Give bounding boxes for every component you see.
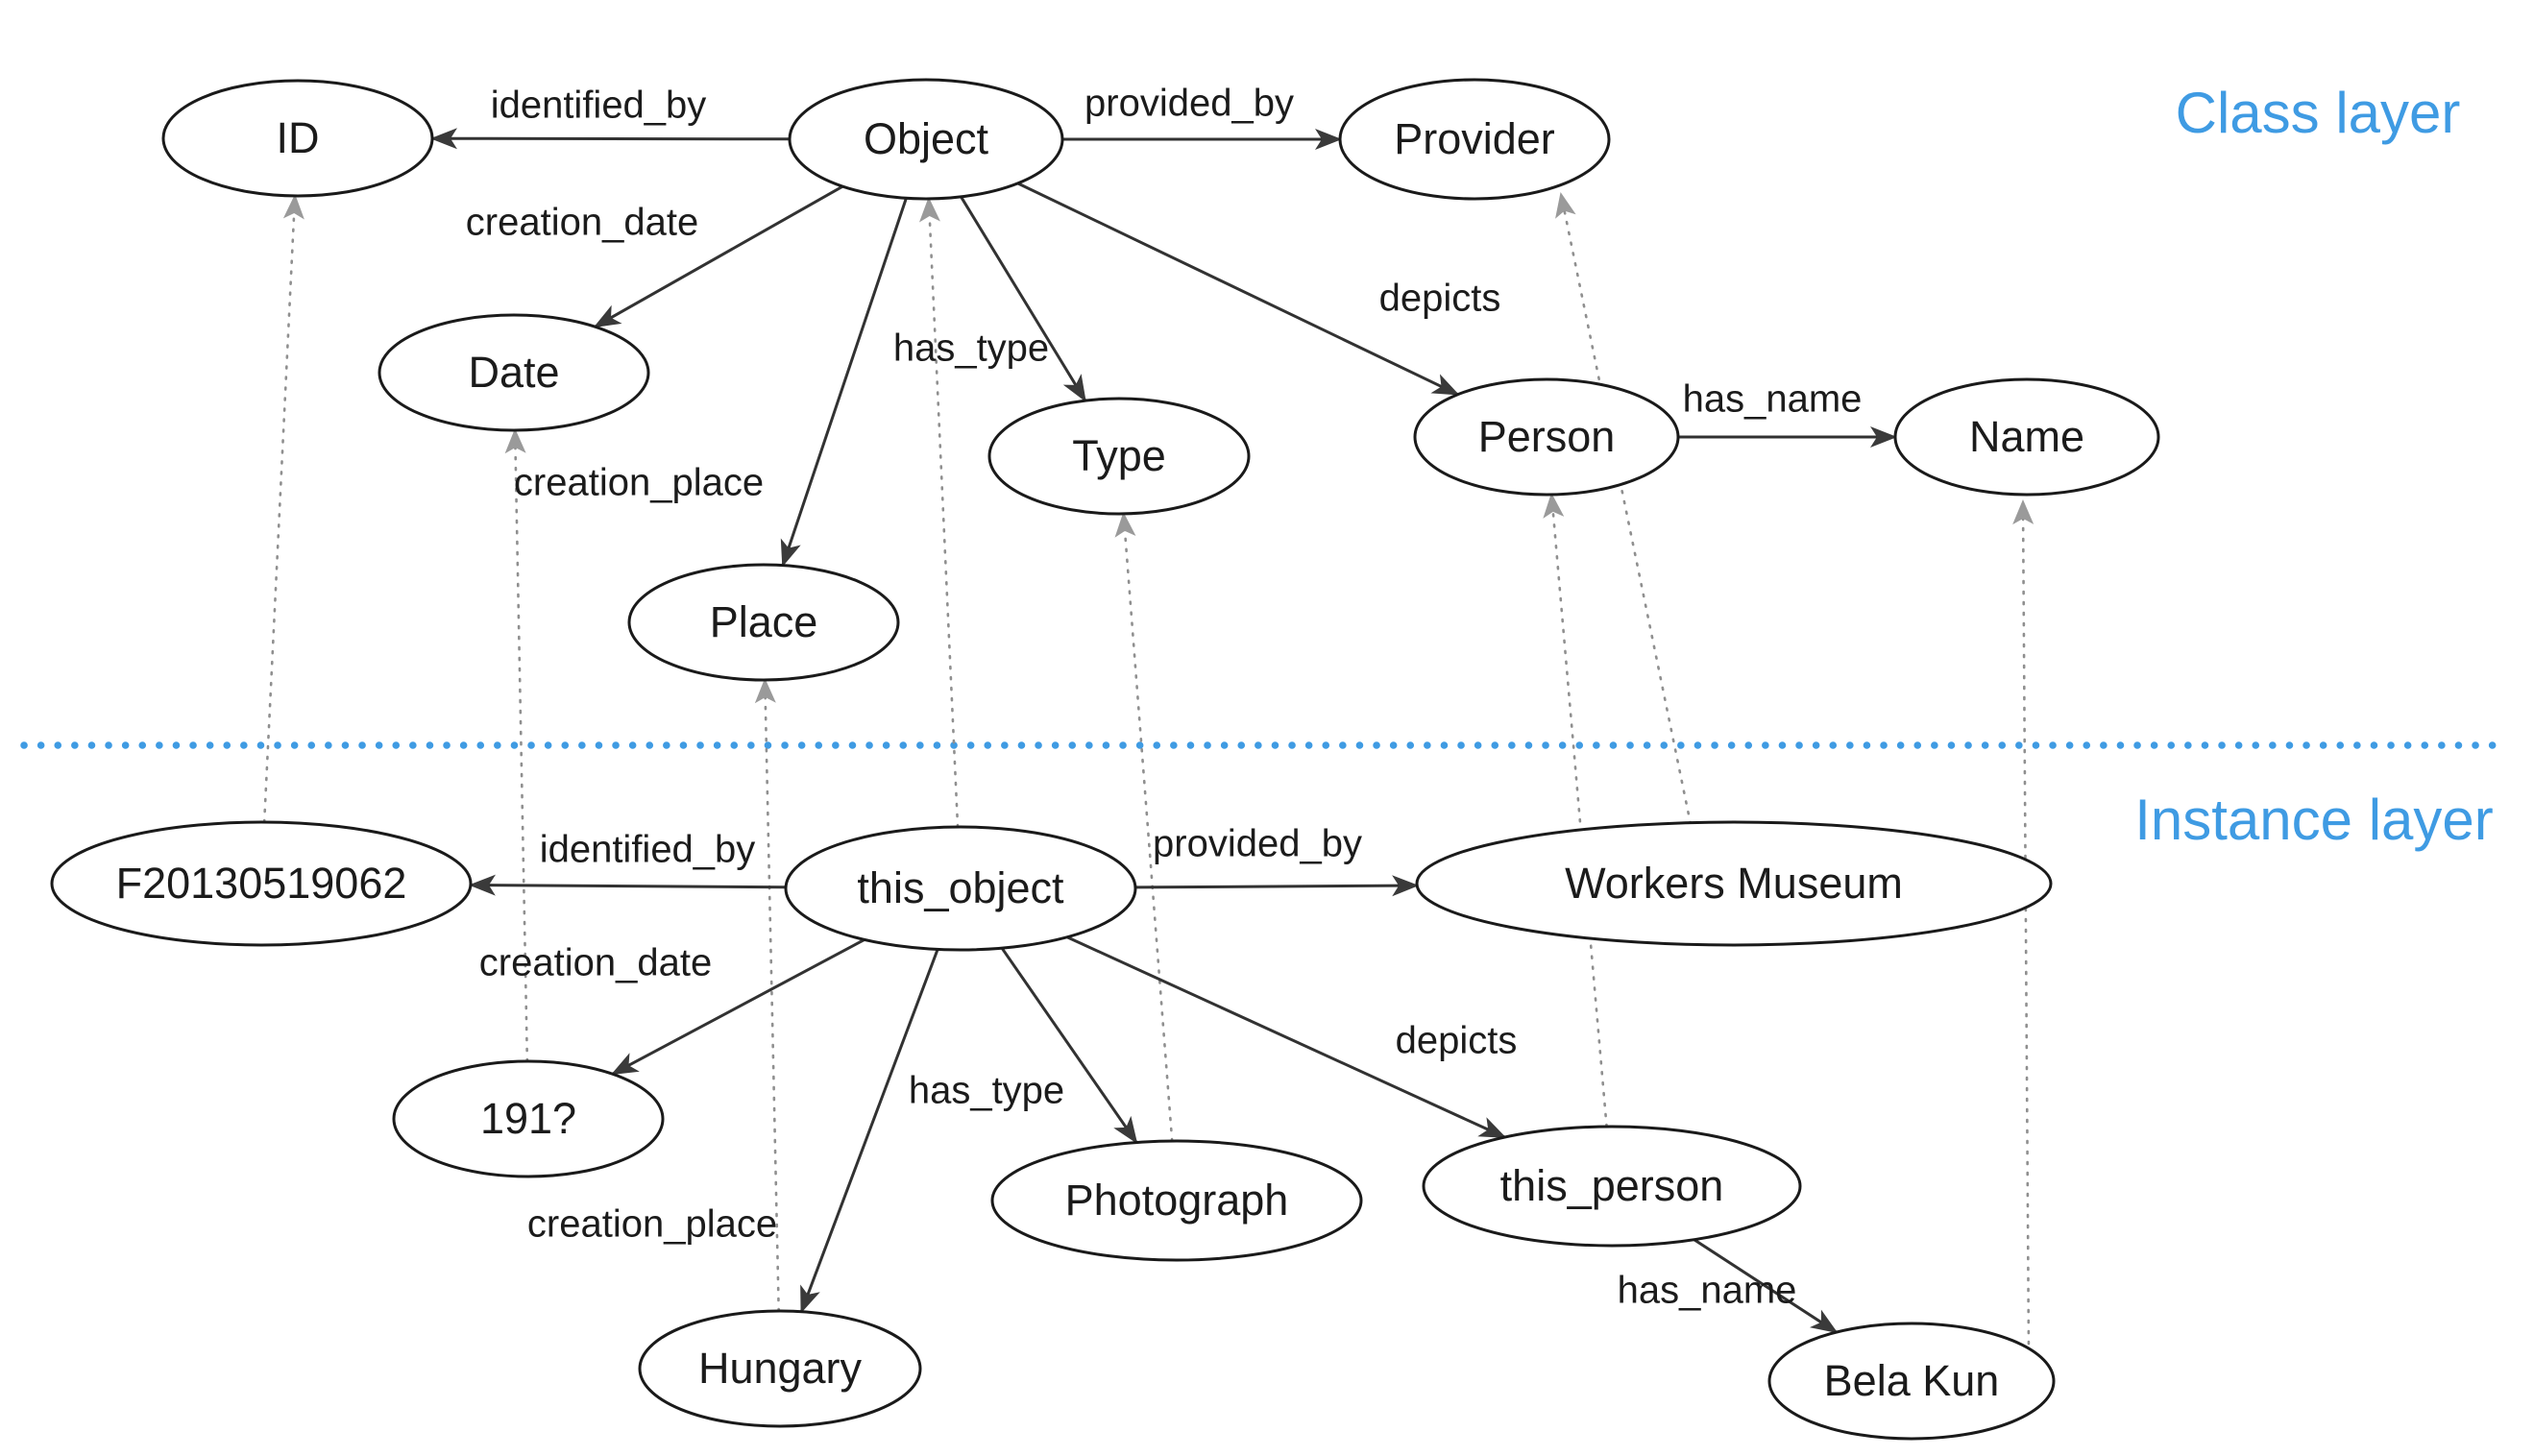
node-label-bela_kun: Bela Kun: [1824, 1356, 2000, 1405]
node-this_object: this_object: [784, 825, 1137, 952]
edge-class-identified_by: [429, 128, 791, 150]
edge-instance-creation_place: [799, 948, 939, 1314]
instance-of-link-hungary-to-place: [754, 677, 780, 1313]
node-label-person: Person: [1478, 412, 1616, 461]
node-label-date_1915: 191?: [480, 1094, 576, 1143]
edge-label-instance-identified_by: identified_by: [540, 829, 756, 871]
node-label-this_object: this_object: [857, 863, 1064, 912]
node-this_person: this_person: [1422, 1125, 1802, 1248]
edge-label-class-creation_date: creation_date: [466, 202, 698, 244]
class-layer-label: Class layer: [2176, 81, 2461, 145]
node-ellipse-object: [788, 78, 1064, 201]
node-ellipse-this_object: [784, 825, 1137, 952]
edge-instance-has_name: [1693, 1238, 1839, 1334]
instance-layer-label: Instance layer: [2134, 788, 2494, 852]
node-ellipse-provider: [1338, 78, 1611, 201]
node-workers_museum: Workers Museum: [1415, 820, 2053, 947]
edge-label-instance-creation_date: creation_date: [479, 942, 712, 984]
edge-instance-provided_by: [1134, 875, 1420, 897]
edge-label-instance-has_name: has_name: [1618, 1270, 1797, 1312]
edge-instance-identified_by: [468, 874, 787, 896]
edge-label-instance-creation_place: creation_place: [527, 1203, 777, 1246]
node-ellipse-person: [1413, 377, 1680, 497]
instance-of-link-this_object-to-object: [918, 196, 960, 829]
node-ellipse-bela_kun: [1767, 1322, 2056, 1441]
node-ellipse-f2013: [50, 820, 473, 947]
edge-instance-has_type: [1000, 947, 1138, 1145]
instance-of-links: [262, 192, 2035, 1356]
node-hungary: Hungary: [638, 1309, 922, 1428]
node-label-object: Object: [864, 114, 989, 163]
edge-label-instance-depicts: depicts: [1396, 1020, 1518, 1062]
edge-instance-depicts: [1066, 935, 1507, 1139]
edge-label-class-has_type: has_type: [893, 328, 1049, 370]
node-place: Place: [627, 563, 900, 682]
node-ellipse-hungary: [638, 1309, 922, 1428]
node-label-hungary: Hungary: [698, 1344, 863, 1393]
instance-of-link-workers_museum-to-provider: [1555, 192, 1693, 826]
node-ellipse-workers_museum: [1415, 820, 2053, 947]
node-label-this_person: this_person: [1500, 1161, 1724, 1210]
node-ellipse-date: [378, 313, 650, 432]
node-ellipse-photograph: [990, 1139, 1363, 1262]
node-label-type: Type: [1072, 431, 1166, 480]
node-label-place: Place: [710, 597, 818, 646]
edge-instance-creation_date: [610, 938, 865, 1076]
edge-label-class-depicts: depicts: [1379, 278, 1501, 320]
node-label-provider: Provider: [1394, 114, 1555, 163]
edge-label-instance-provided_by: provided_by: [1153, 823, 1362, 865]
instance-of-link-this_person-to-person: [1543, 492, 1608, 1128]
edge-label-instance-has_type: has_type: [909, 1070, 1064, 1112]
instance-of-link-date_1915-to-date: [504, 427, 529, 1063]
edge-label-class-provided_by: provided_by: [1084, 83, 1294, 125]
node-label-workers_museum: Workers Museum: [1565, 859, 1903, 908]
node-ellipse-name: [1893, 377, 2160, 497]
node-photograph: Photograph: [990, 1139, 1363, 1262]
node-ellipse-id: [161, 79, 434, 198]
edge-label-class-creation_place: creation_place: [514, 462, 764, 504]
node-label-name: Name: [1969, 412, 2084, 461]
node-f2013: F20130519062: [50, 820, 473, 947]
instance-of-link-bela_kun-to-name: [2012, 499, 2035, 1356]
node-ellipse-place: [627, 563, 900, 682]
node-name: Name: [1893, 377, 2160, 497]
node-label-date: Date: [468, 348, 559, 397]
node-ellipse-date_1915: [392, 1059, 665, 1178]
node-label-id: ID: [277, 113, 320, 162]
node-id: ID: [161, 79, 434, 198]
node-ellipse-type: [987, 397, 1251, 516]
node-provider: Provider: [1338, 78, 1611, 201]
node-ellipse-this_person: [1422, 1125, 1802, 1248]
node-label-photograph: Photograph: [1065, 1176, 1289, 1225]
node-type: Type: [987, 397, 1251, 516]
instance-of-link-f2013-to-id: [262, 193, 305, 824]
edge-class-creation_date: [593, 184, 844, 328]
edge-class-has_type: [960, 196, 1087, 402]
node-date: Date: [378, 313, 650, 432]
node-person: Person: [1413, 377, 1680, 497]
edge-label-class-identified_by: identified_by: [491, 85, 707, 127]
instance-of-link-photograph-to-type: [1114, 511, 1174, 1143]
node-date_1915: 191?: [392, 1059, 665, 1178]
edge-class-depicts: [1016, 182, 1460, 397]
node-object: Object: [788, 78, 1064, 201]
edge-label-class-has_name: has_name: [1683, 378, 1863, 421]
node-label-f2013: F20130519062: [116, 859, 407, 908]
node-bela_kun: Bela Kun: [1767, 1322, 2056, 1441]
edge-class-creation_place: [780, 197, 908, 568]
